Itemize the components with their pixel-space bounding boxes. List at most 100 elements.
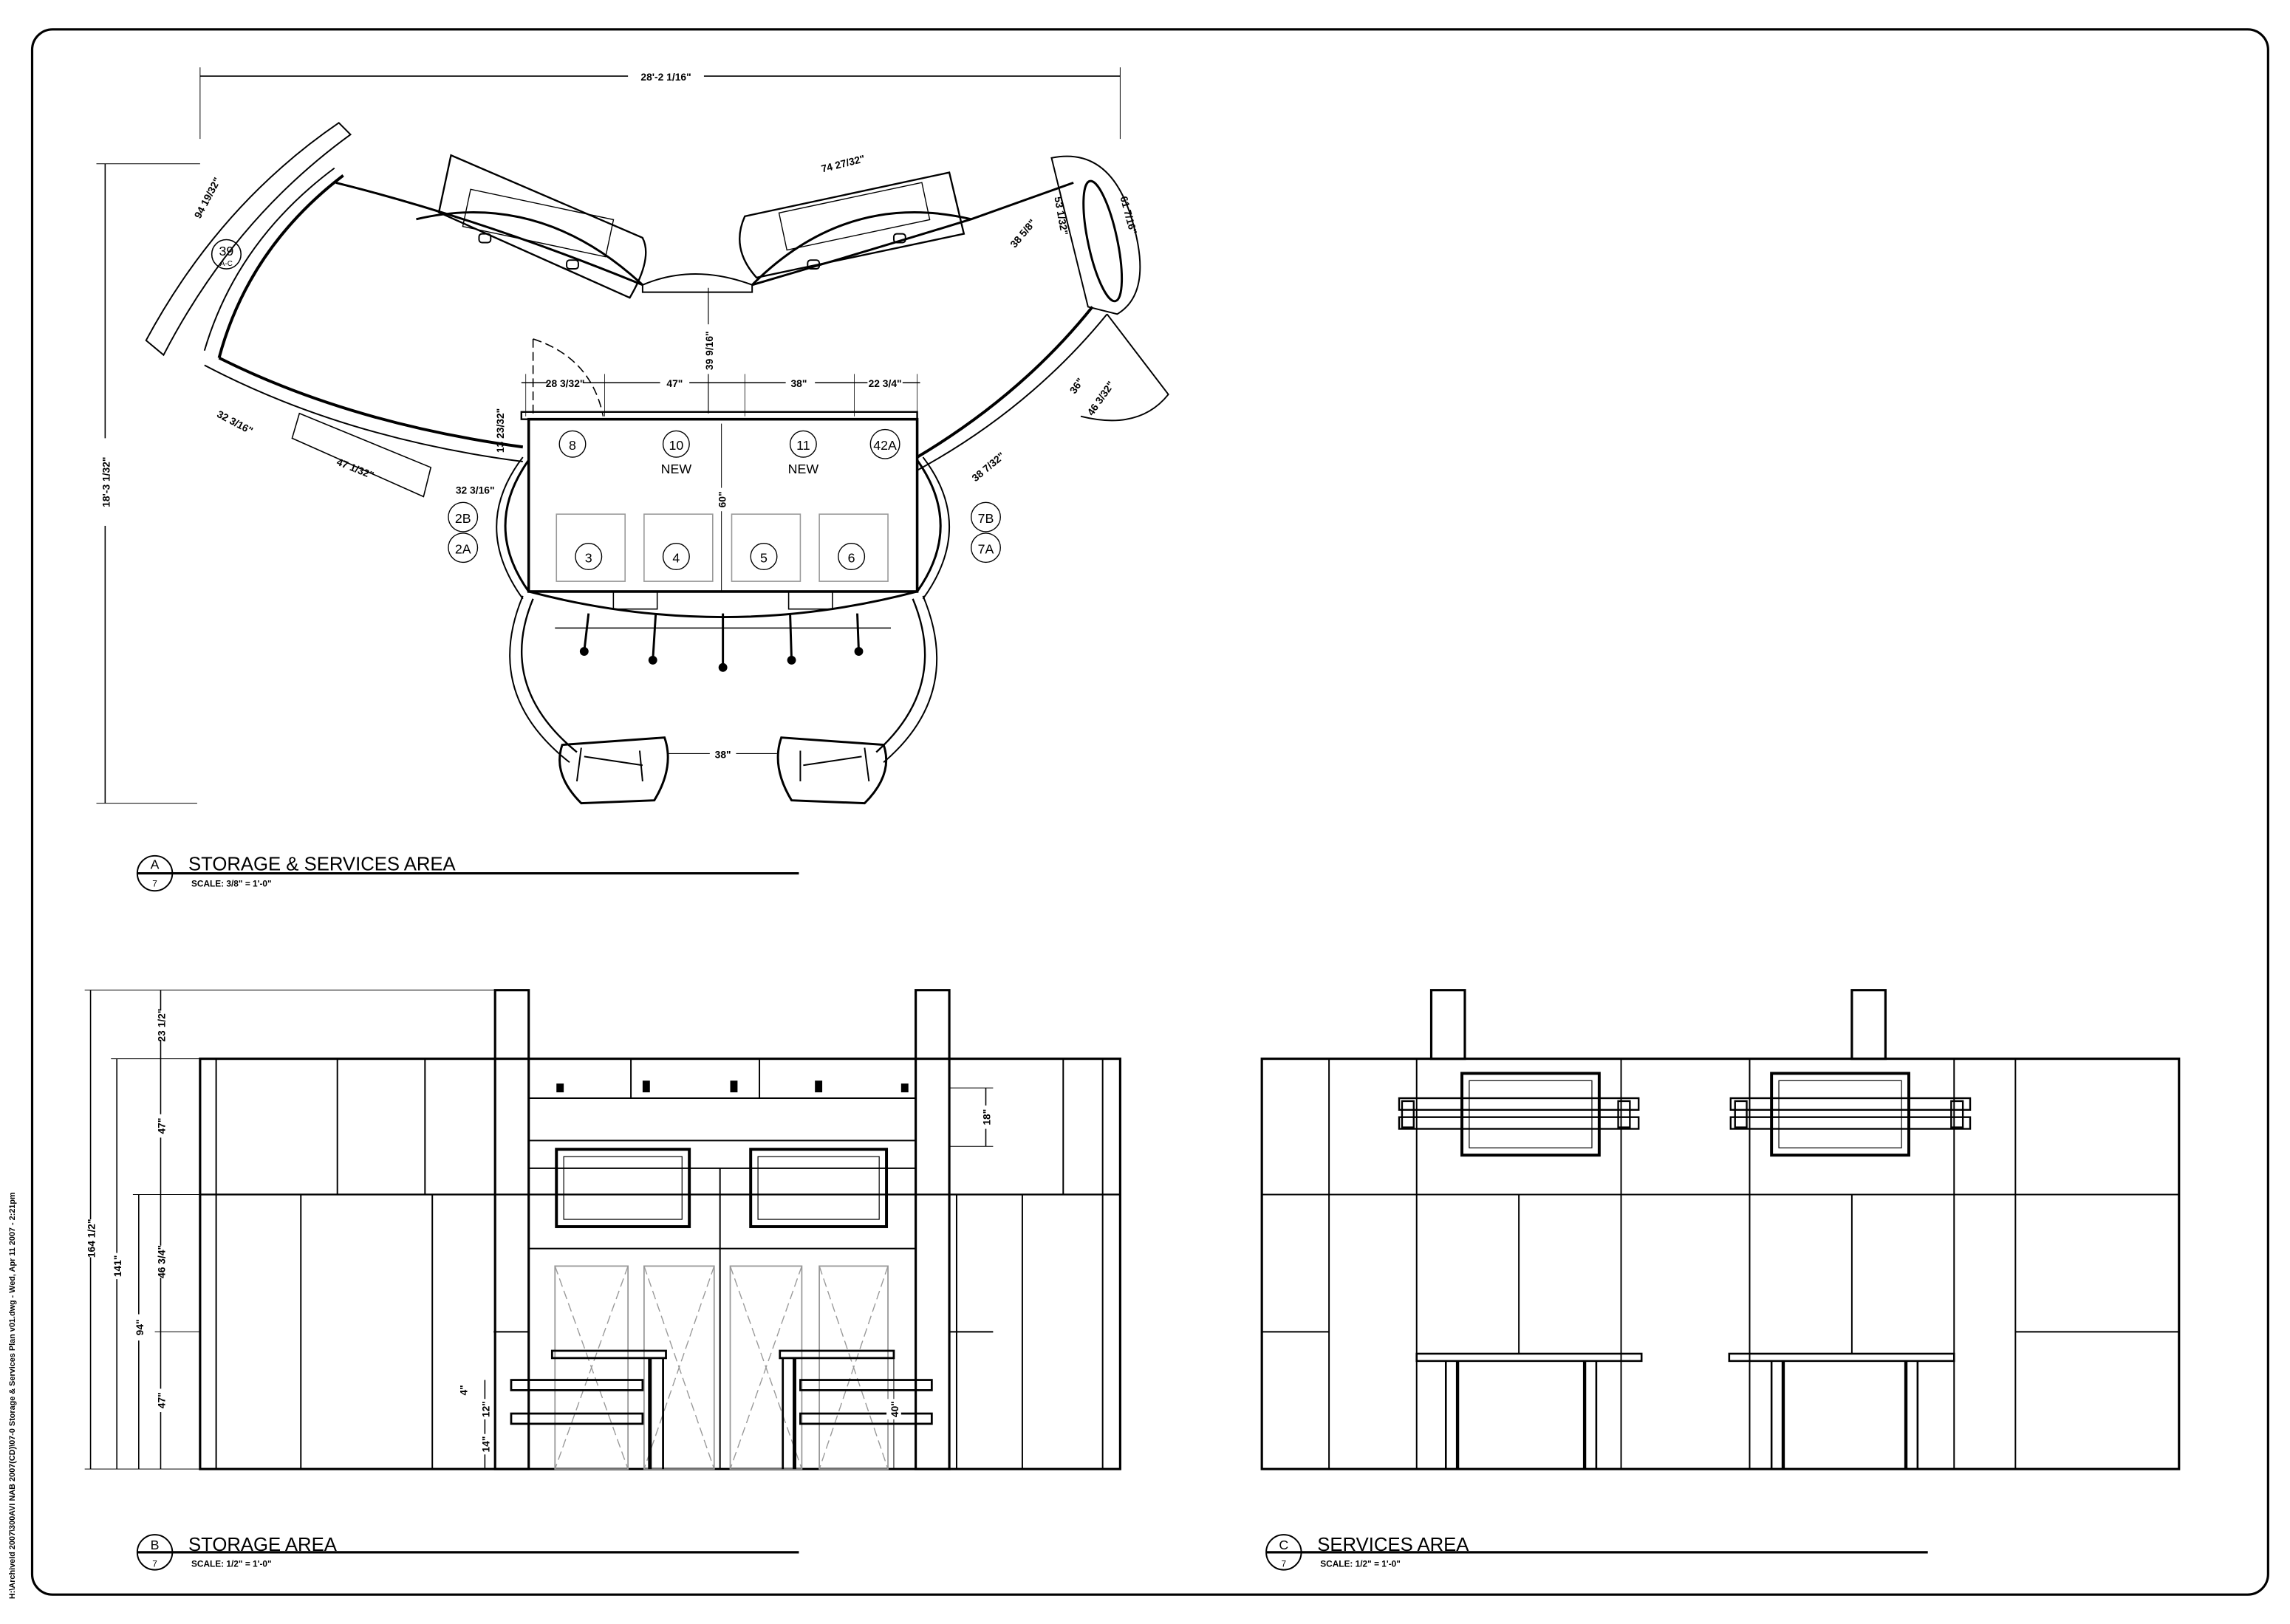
dimension-overall-width: 28'-2 1/16" [199, 67, 1121, 140]
svg-text:23 1/2": 23 1/2" [155, 1009, 167, 1042]
post-c-left [1429, 989, 1466, 1061]
elevation-c-scale: SCALE: 1/2" = 1'-0" [1320, 1559, 1401, 1569]
svg-text:4: 4 [672, 550, 680, 565]
svg-text:74 27/32": 74 27/32" [820, 152, 866, 174]
monitor-left [555, 1148, 691, 1228]
svg-text:10: 10 [669, 438, 683, 453]
kiosk-bottom-left [558, 736, 669, 805]
svg-text:7B: 7B [978, 511, 994, 526]
sheet-border [30, 28, 2269, 1596]
svg-text:NEW: NEW [788, 462, 819, 476]
elevation-c-title: SERVICES AREA [1317, 1535, 1469, 1555]
svg-text:32 3/16": 32 3/16" [456, 484, 495, 496]
svg-text:47": 47" [666, 377, 683, 389]
svg-text:42A: 42A [873, 438, 897, 453]
title-block-c: C 7 SERVICES AREA SCALE: 1/2" = 1'-0" [1265, 1534, 1928, 1571]
svg-text:8: 8 [569, 438, 576, 453]
svg-text:47": 47" [155, 1118, 167, 1134]
dim-center-depth: 39 9/16" [703, 331, 715, 370]
curved-counter-right: 36" 46 3/32" 38 7/32" [916, 306, 1169, 484]
svg-text:11: 11 [796, 438, 810, 453]
shelf-brackets [556, 1080, 909, 1093]
title-block-a: A 7 STORAGE & SERVICES AREA SCALE: 3/8" … [136, 854, 799, 892]
svg-text:6: 6 [848, 550, 855, 565]
svg-text:28'-2 1/16": 28'-2 1/16" [640, 71, 691, 83]
post-c-right [1850, 989, 1887, 1061]
center-connector [641, 273, 753, 293]
wall-mount-left [1398, 1097, 1640, 1130]
svg-text:94 19/32": 94 19/32" [191, 175, 222, 220]
svg-text:40": 40" [889, 1401, 900, 1417]
curved-counter-left: 32 3/16" 47 1/32" 32 3/16" 13 23/32" [204, 356, 524, 498]
svg-text:3: 3 [585, 550, 592, 565]
service-desk-right [1728, 1352, 1955, 1470]
svg-text:2B: 2B [455, 511, 471, 526]
equipment-tags: 8 10 NEW 11 NEW 42A 3 4 5 6 2B 2A 7B 7A [448, 428, 1001, 571]
storage-doors [554, 1265, 889, 1470]
workstation-top-left [335, 154, 647, 299]
display-c-left [1460, 1072, 1601, 1157]
svg-text:39: 39 [219, 244, 234, 258]
svg-text:A-C: A-C [220, 260, 233, 268]
svg-text:164 1/2": 164 1/2" [86, 1219, 98, 1258]
service-desk-left [1415, 1352, 1643, 1470]
svg-text:18'-3 1/32": 18'-3 1/32" [100, 457, 112, 507]
svg-text:46 3/32": 46 3/32" [1084, 379, 1116, 417]
svg-text:18": 18" [980, 1109, 992, 1126]
wall-mount-right [1729, 1097, 1972, 1130]
svg-text:61 7/16": 61 7/16" [1118, 195, 1139, 236]
svg-text:22 3/4": 22 3/4" [869, 377, 902, 389]
svg-text:141": 141" [112, 1255, 123, 1278]
svg-text:NEW: NEW [661, 462, 692, 476]
svg-text:C: C [1279, 1538, 1288, 1552]
svg-text:7A: 7A [978, 542, 994, 557]
display-c-right [1770, 1072, 1910, 1157]
plan-view-storage-services: 28'-2 1/16" 18'-3 1/32" 39 A-C 94 19/32"… [96, 67, 1169, 892]
svg-text:5: 5 [760, 550, 768, 565]
storage-box [527, 417, 919, 593]
elevation-b-scale: SCALE: 1/2" = 1'-0" [191, 1559, 272, 1569]
svg-text:38 7/32": 38 7/32" [969, 450, 1007, 484]
plan-title: STORAGE & SERVICES AREA [188, 854, 457, 875]
workstation-top-right: 74 27/32" [739, 152, 1074, 287]
monitor-right [749, 1148, 889, 1228]
svg-text:46 3/4": 46 3/4" [155, 1245, 167, 1278]
elevation-services-area: C 7 SERVICES AREA SCALE: 1/2" = 1'-0" [1260, 989, 2181, 1571]
elevation-storage-area: 164 1/2" 141" 94" 23 1/2" 47" 46 3/4" 47… [83, 989, 1121, 1571]
svg-text:38": 38" [790, 377, 807, 389]
bar-table-left [510, 1349, 667, 1470]
svg-text:7: 7 [152, 1559, 157, 1569]
svg-text:12": 12" [479, 1401, 491, 1417]
dim-60: 60" [717, 491, 728, 507]
post-right [915, 989, 951, 1470]
oval-panel-right: 61 7/16" 38 5/8" 53 1/32" [1008, 155, 1141, 315]
dim-kiosk-gap: 38" [715, 748, 731, 760]
svg-text:7: 7 [1282, 1559, 1287, 1569]
svg-text:32 3/16": 32 3/16" [215, 408, 255, 436]
svg-text:38 5/8": 38 5/8" [1008, 217, 1038, 250]
stools [579, 613, 864, 672]
post-left [493, 989, 530, 1470]
elevation-b-dimensions [84, 990, 994, 1470]
svg-text:14": 14" [479, 1436, 491, 1453]
bar-table-right [779, 1349, 933, 1470]
svg-text:4": 4" [458, 1385, 470, 1395]
storage-cabinets [556, 513, 889, 582]
plan-scale: SCALE: 3/8" = 1'-0" [191, 878, 272, 888]
file-path-note: H:\ArchiveId 2007\300AVI NAB 2007(CD)\07… [8, 1192, 17, 1599]
svg-text:A: A [151, 857, 160, 872]
tag-39 [211, 239, 242, 270]
svg-text:36": 36" [1067, 376, 1086, 396]
svg-text:B: B [151, 1538, 160, 1552]
title-block-b: B 7 STORAGE AREA SCALE: 1/2" = 1'-0" [136, 1534, 799, 1571]
kiosk-bottom-right [776, 736, 888, 805]
svg-text:13 23/32": 13 23/32" [494, 408, 506, 453]
svg-text:94": 94" [134, 1319, 146, 1335]
svg-text:47": 47" [155, 1392, 167, 1408]
svg-text:28 3/32": 28 3/32" [546, 377, 585, 389]
svg-text:47 1/32": 47 1/32" [335, 456, 376, 482]
svg-text:53 1/32": 53 1/32" [1052, 196, 1070, 236]
elevation-b-dim-labels: 164 1/2" 141" 94" 23 1/2" 47" 46 3/4" 47… [83, 1009, 994, 1455]
door-swing [532, 338, 604, 417]
elevation-b-title: STORAGE AREA [188, 1535, 338, 1555]
